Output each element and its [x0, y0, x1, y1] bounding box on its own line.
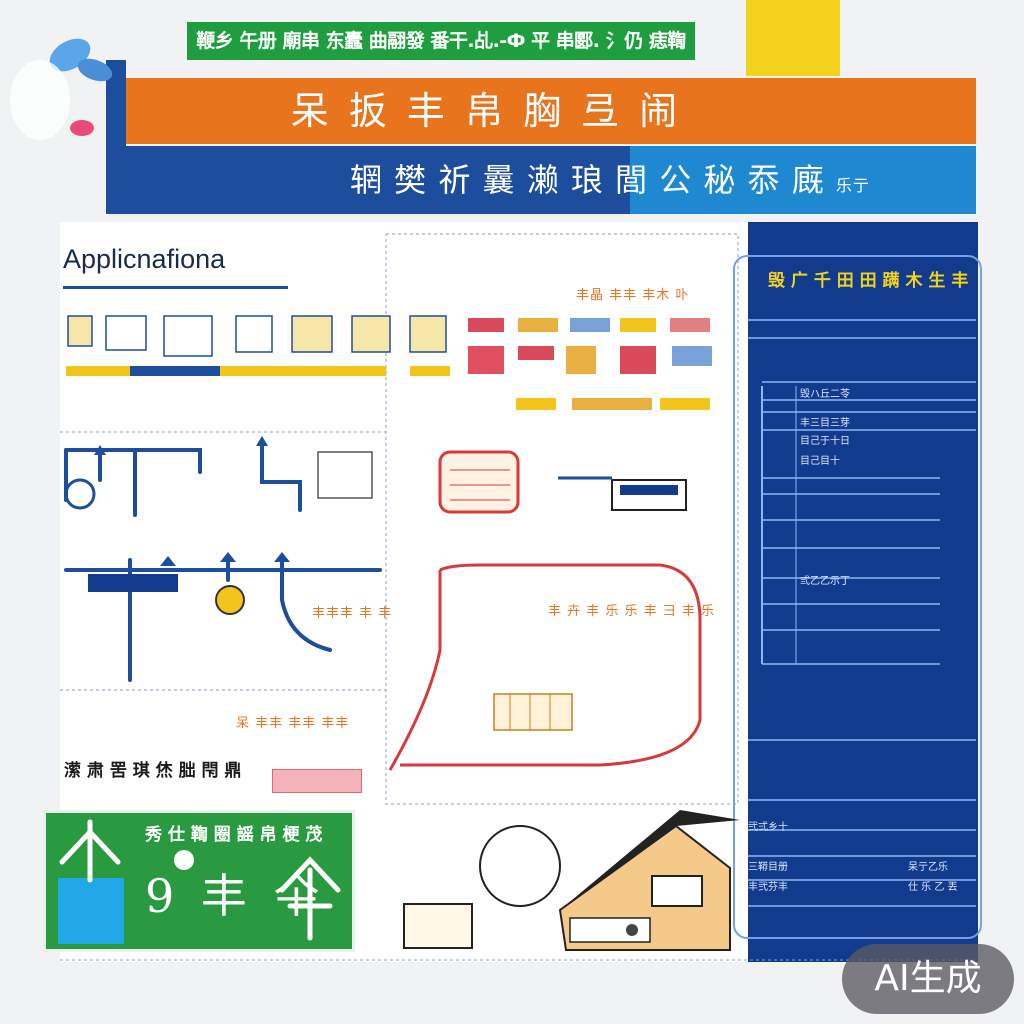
right-row-6: 弐弍乡十 [748, 822, 788, 833]
green-sign-title: 秀 仕 鞫 圈 謡 帛 梗 茂 [145, 825, 323, 845]
green-top-banner: 鞭乡 午册 廟串 东蠹 曲翮發 番干.乩.-Ф 平 串郾. 氵仍 痣鞫 [187, 22, 695, 60]
orange-label-mid: 丰 卉 丰 乐 乐 丰 彐 丰 乐 [548, 604, 716, 619]
ai-generated-badge: AI生成 [842, 944, 1014, 1014]
right-row-3: 目己于十日 [800, 436, 850, 447]
bottom-caption: 潆 肃 罟 琪 烋 朏 閇 鼎 [64, 761, 242, 781]
blue-subtitle-band [630, 146, 976, 214]
right-row-7: 三鞯目册 [748, 862, 788, 873]
house-illustration [558, 810, 740, 951]
orange-title-band [126, 78, 976, 144]
orange-title-text: 呆 扳 丰 帛 胸 弖 闹 [290, 89, 682, 133]
right-row-4: 目己目十 [800, 456, 840, 467]
application-label: Applicnafiona [63, 244, 226, 274]
blue-subtitle-main: 辋 樊 祈 曩 濑 琅 閭 公 秘 忝 廐 [350, 161, 825, 199]
right-info-panel [748, 222, 978, 962]
left-accent-stripe [106, 60, 126, 150]
right-row-8: 丰弐芬丰 [748, 882, 788, 893]
yellow-stripe [746, 0, 840, 76]
right-row-2: 丰三目三芽 [800, 418, 850, 429]
petal-decoration [10, 38, 113, 140]
orange-label-left: 丰丰丰 丰 丰 [312, 606, 393, 621]
right-row-10: 仕 乐 乙 丟 [908, 882, 958, 893]
right-row-5: 弎乙乙示丁 [800, 576, 850, 587]
right-panel-frame [733, 255, 982, 939]
cyan-block [58, 878, 124, 944]
right-row-1: 毁ハ丘二苓 [800, 389, 850, 400]
green-sign-big-text: 9 丰 仐 [145, 869, 326, 923]
orange-label-top: 丰晶 丰丰 丰木 卟 [576, 288, 690, 303]
right-row-9: 呆亍乙乐 [908, 862, 948, 873]
blue-subtitle-small: 乐亍 [835, 176, 870, 195]
pink-tag [272, 769, 362, 793]
application-underline [63, 286, 288, 289]
blue-subtitle-text: 辋 樊 祈 曩 濑 琅 閭 公 秘 忝 廐 乐亍 [350, 146, 960, 214]
orange-label-small: 呆 丰丰 丰丰 丰丰 [236, 716, 350, 731]
right-panel-header: 毁 广 千 田 田 蹒 木 生 丰 [768, 271, 969, 291]
